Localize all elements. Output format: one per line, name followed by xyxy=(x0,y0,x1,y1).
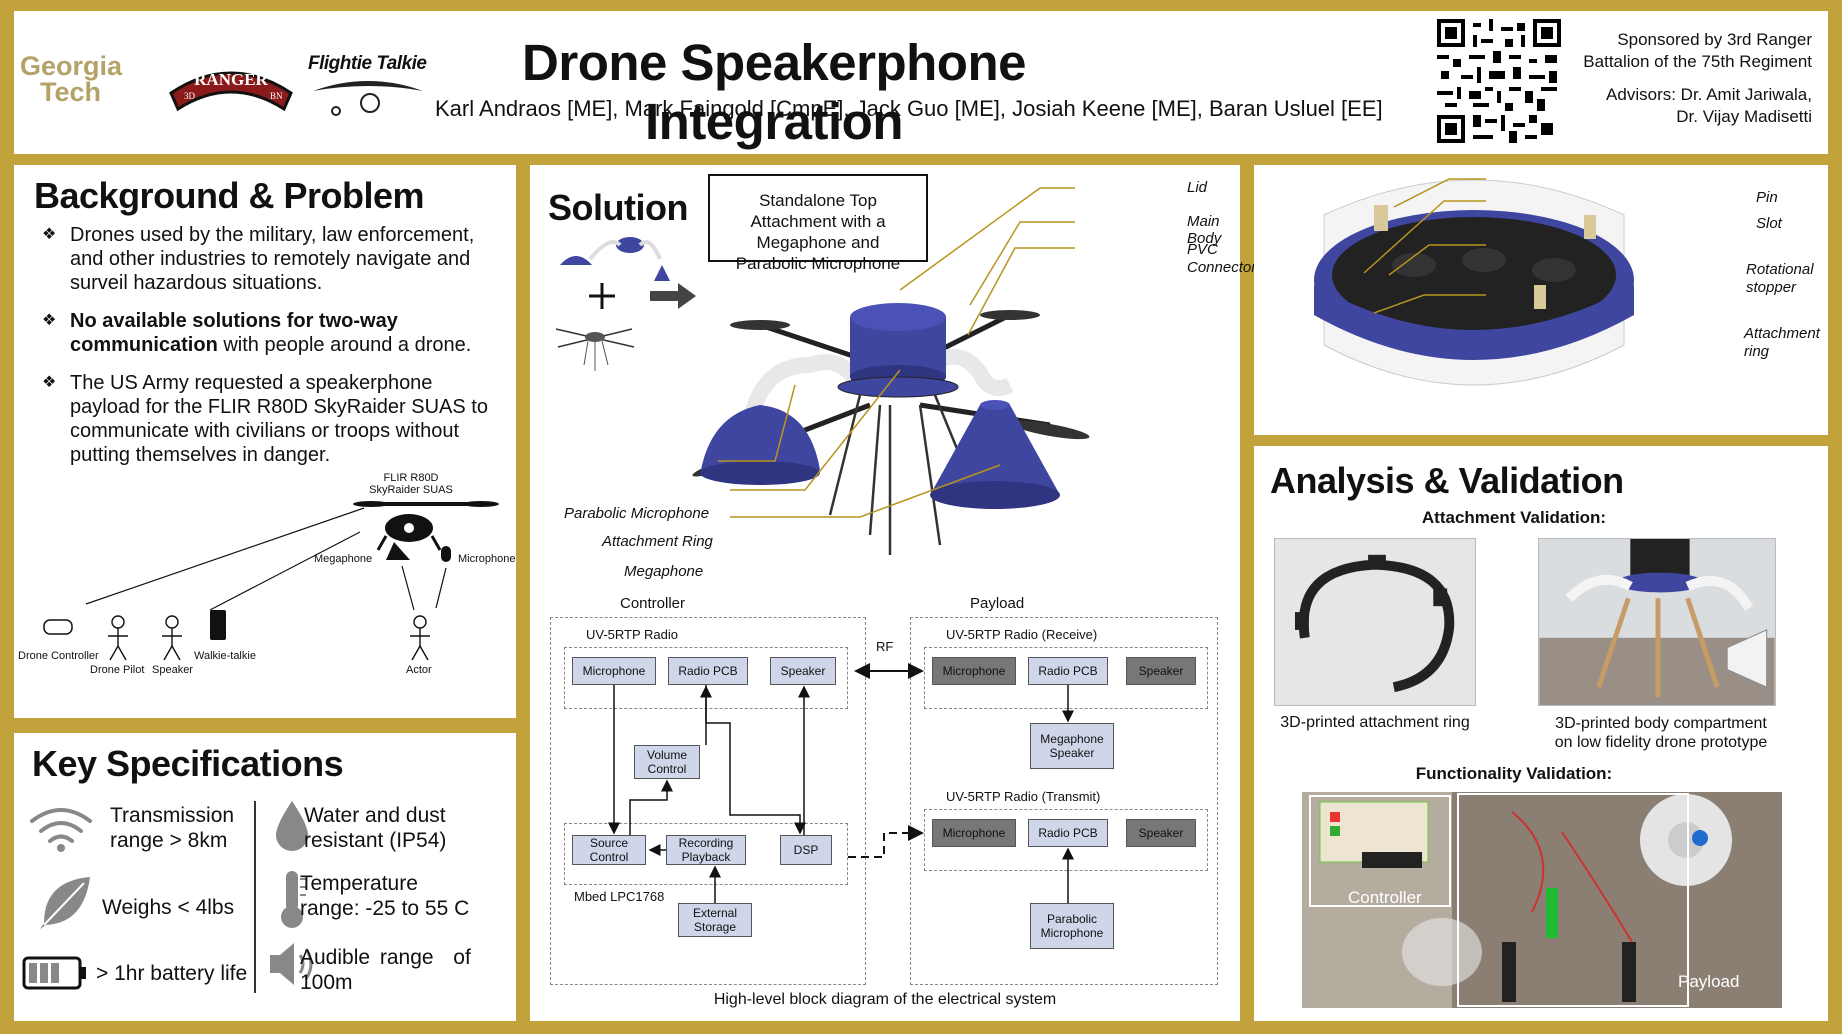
svg-text:3D: 3D xyxy=(184,91,196,101)
svg-text:Microphone: Microphone xyxy=(458,553,515,565)
label-pin: Pin xyxy=(1756,189,1778,206)
bullet-3: The US Army requested a speakerphone pay… xyxy=(34,371,504,467)
feather-icon xyxy=(40,877,90,929)
functionality-validation-heading: Functionality Validation: xyxy=(1415,764,1613,783)
bullet-1: Drones used by the military, law enforce… xyxy=(34,223,504,295)
solution-panel: Solution Standalone Top Attachment with … xyxy=(530,165,1256,1021)
spec-battery: > 1hr battery life xyxy=(96,962,248,985)
attachment-validation-heading: Attachment Validation: xyxy=(1421,508,1607,527)
rx-speaker: Speaker xyxy=(1126,657,1196,685)
attachment-ring-photo xyxy=(1274,538,1476,706)
specs-title: Key Specifications xyxy=(32,743,344,784)
dsp: DSP xyxy=(780,835,832,865)
source-control: Source Control xyxy=(572,835,646,865)
spec-weight: Weighs < 4lbs xyxy=(102,896,235,919)
background-panel: Background & Problem Drones used by the … xyxy=(14,165,516,718)
volume-control: Volume Control xyxy=(634,745,700,779)
tx-microphone: Microphone xyxy=(932,819,1016,847)
analysis-panel: Analysis & Validation Attachment Validat… xyxy=(1254,446,1828,1021)
block-diagram-caption: High-level block diagram of the electric… xyxy=(713,991,1057,1008)
label-lid: Lid xyxy=(1187,179,1208,196)
georgia-tech-logo: Georgia Tech xyxy=(20,51,123,107)
svg-text:Actor: Actor xyxy=(406,664,432,676)
speaker-icon xyxy=(270,943,313,985)
rx-microphone: Microphone xyxy=(932,657,1016,685)
svg-text:Walkie-talkie: Walkie-talkie xyxy=(194,650,256,662)
wifi-icon xyxy=(30,808,92,852)
assembly-icons xyxy=(555,237,696,371)
svg-text:FLIR R80D: FLIR R80D xyxy=(383,472,438,484)
photo1-caption: 3D-printed attachment ring xyxy=(1280,714,1470,731)
tx-speaker: Speaker xyxy=(1126,819,1196,847)
controller-label: Controller xyxy=(1348,888,1422,907)
solution-title: Solution xyxy=(548,187,688,228)
background-title: Background & Problem xyxy=(34,175,425,216)
ctrl-microphone: Microphone xyxy=(572,657,656,685)
svg-text:Drone Controller: Drone Controller xyxy=(18,650,99,662)
functionality-photo xyxy=(1302,792,1782,1008)
attachment-leaders xyxy=(1363,178,1486,314)
flightie-talkie-logo: Flightie Talkie xyxy=(308,53,448,123)
background-bullets: Drones used by the military, law enforce… xyxy=(34,223,504,481)
label-slot: Slot xyxy=(1756,215,1782,232)
analysis-title: Analysis & Validation xyxy=(1270,460,1624,501)
ranger-logo: RANGER 3D BN xyxy=(169,70,293,112)
poster-title: Drone Speakerphone Integration xyxy=(522,34,1026,150)
bullet-2: No available solutions for two-way commu… xyxy=(34,309,504,357)
megaphone-speaker: Megaphone Speaker xyxy=(1030,723,1114,769)
header: Georgia Tech RANGER 3D BN Flightie Talki… xyxy=(14,11,1828,154)
svg-text:Drone Pilot: Drone Pilot xyxy=(90,664,144,676)
qr-code xyxy=(1437,19,1561,143)
block-diagram: Controller Payload UV-5RTP Radio Microph… xyxy=(530,595,1240,1015)
svg-text:SkyRaider SUAS: SkyRaider SUAS xyxy=(369,484,453,496)
parabolic-microphone-block: Parabolic Microphone xyxy=(1030,903,1114,949)
label-megaphone: Megaphone xyxy=(624,563,704,580)
leader-lines xyxy=(718,187,1075,518)
solution-callout: Standalone Top Attachment with a Megapho… xyxy=(708,174,928,273)
sponsor-text: Sponsored by 3rd Ranger Battalion of the… xyxy=(1583,30,1812,71)
external-storage: External Storage xyxy=(678,903,752,937)
svg-text:Speaker: Speaker xyxy=(152,664,193,676)
use-case-diagram: FLIR R80D SkyRaider SUAS Megaphone Micro… xyxy=(18,472,515,676)
label-main-body: Main Body xyxy=(1187,213,1222,247)
advisors-text: Advisors: Dr. Amit Jariwala, Dr. Vijay M… xyxy=(1606,85,1812,126)
ctrl-speaker: Speaker xyxy=(770,657,836,685)
recording-playback: Recording Playback xyxy=(666,835,746,865)
water-drop-icon xyxy=(276,801,308,851)
tx-radio-pcb: Radio PCB xyxy=(1028,819,1108,847)
label-parabolic-microphone: Parabolic Microphone xyxy=(564,505,710,522)
label-attachment-ring: Attachment Ring xyxy=(602,533,713,550)
rx-radio-pcb: Radio PCB xyxy=(1028,657,1108,685)
battery-icon xyxy=(22,956,86,990)
thermometer-icon xyxy=(281,871,306,928)
svg-text:Megaphone: Megaphone xyxy=(314,553,372,565)
body-compartment-photo xyxy=(1538,538,1776,706)
svg-text:RANGER: RANGER xyxy=(194,70,268,89)
drone-render xyxy=(692,303,1090,555)
payload-label: Payload xyxy=(1678,972,1740,991)
block-arrows xyxy=(608,663,1074,903)
svg-text:BN: BN xyxy=(270,91,283,101)
authors: Karl Andraos [ME], Mark Faingold [CmpE],… xyxy=(435,96,1383,121)
ctrl-radio-pcb: Radio PCB xyxy=(668,657,748,685)
